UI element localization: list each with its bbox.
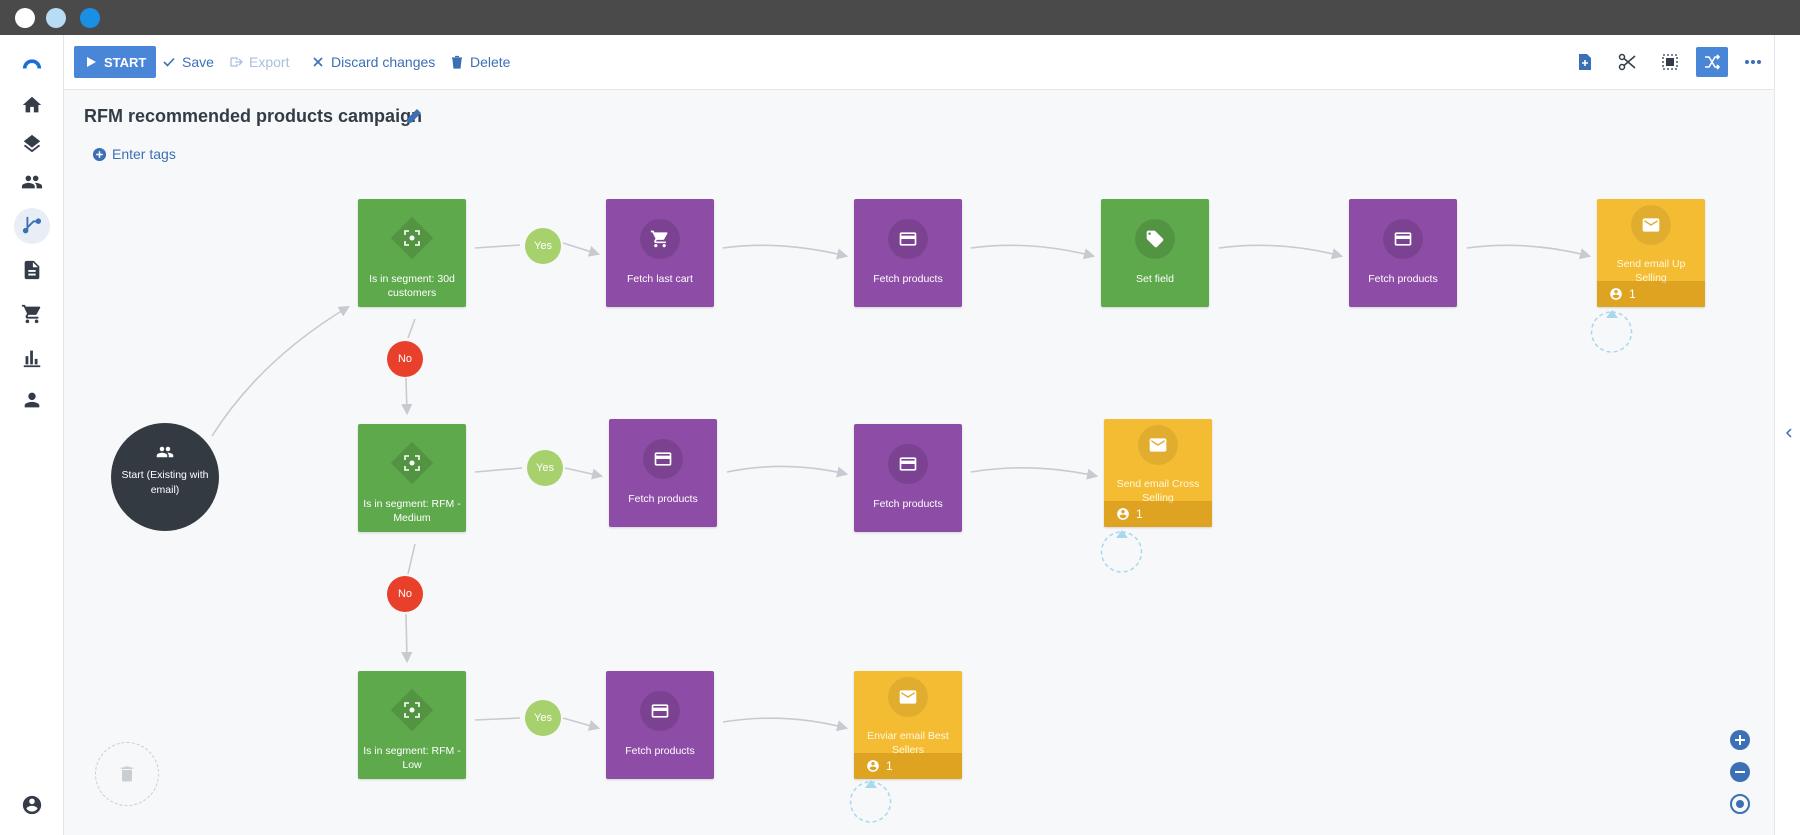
yes-branch-badge[interactable]: Yes [527, 450, 563, 486]
discard-changes-button[interactable]: Discard changes [311, 46, 435, 78]
shuffle-icon[interactable] [1696, 47, 1728, 77]
select-area-icon[interactable] [1654, 47, 1686, 77]
export-button[interactable]: Export [229, 46, 289, 78]
yes-branch-badge[interactable]: Yes [525, 228, 561, 264]
right-panel-toggle[interactable] [1774, 35, 1800, 835]
user-circle-icon [867, 760, 879, 772]
home-icon[interactable] [14, 87, 50, 123]
trash-drop-zone[interactable] [95, 742, 159, 806]
card-icon [1394, 232, 1412, 246]
analytics-icon[interactable] [14, 340, 50, 376]
group-icon [156, 446, 174, 458]
window-maximize-dot[interactable] [80, 8, 100, 28]
window-titlebar [0, 0, 1800, 35]
cart-icon[interactable] [14, 296, 50, 332]
automation-flow-icon[interactable] [14, 208, 50, 244]
no-branch-badge[interactable]: No [387, 576, 423, 612]
start-button[interactable]: START [74, 46, 157, 78]
segment-node-rfm-medium[interactable]: Is in segment: RFM - Medium [358, 424, 466, 532]
card-icon [651, 704, 669, 718]
minus-circle-icon [1730, 762, 1750, 782]
zoom-out-button[interactable] [1729, 761, 1751, 783]
enter-tags-button[interactable]: Enter tags [92, 146, 176, 162]
segment-target-icon [404, 455, 420, 471]
delete-button[interactable]: Delete [450, 46, 510, 78]
no-branch-badge[interactable]: No [387, 341, 423, 377]
mail-icon [1642, 218, 1660, 232]
trash-icon [121, 766, 133, 782]
layers-icon[interactable] [14, 126, 50, 162]
set-field-node[interactable]: Set field [1101, 199, 1209, 307]
segment-target-icon [404, 230, 420, 246]
plus-circle-icon [1730, 730, 1750, 750]
logo-icon[interactable] [14, 45, 50, 81]
card-icon [654, 452, 672, 466]
recenter-button[interactable] [1729, 793, 1751, 815]
window-minimize-dot[interactable] [46, 8, 66, 28]
fetch-products-node[interactable]: Fetch products [1349, 199, 1457, 307]
segment-node-30d[interactable]: Is in segment: 30d customers [358, 199, 466, 307]
chevron-left-icon [1785, 428, 1792, 438]
plus-circle-icon [92, 147, 107, 161]
add-document-icon[interactable] [1569, 47, 1601, 77]
fetch-products-node[interactable]: Fetch products [609, 419, 717, 527]
trash-icon [452, 55, 462, 69]
check-icon [163, 57, 175, 67]
send-email-cross-selling-node[interactable]: Send email Cross Selling 1 [1104, 419, 1212, 527]
card-icon [899, 232, 917, 246]
contact-count: 1 [854, 753, 962, 779]
user-circle-icon [1117, 508, 1129, 520]
fetch-last-cart-node[interactable]: Fetch last cart [606, 199, 714, 307]
page-title: RFM recommended products campaign [84, 106, 423, 126]
segment-target-icon [404, 702, 420, 718]
fetch-products-node[interactable]: Fetch products [854, 424, 962, 532]
cart-icon [650, 230, 668, 248]
person-icon[interactable] [14, 382, 50, 418]
yes-branch-badge[interactable]: Yes [525, 700, 561, 736]
zoom-in-button[interactable] [1729, 729, 1751, 751]
contact-count: 1 [1104, 501, 1212, 527]
close-icon [313, 57, 323, 67]
contact-count: 1 [1597, 281, 1705, 307]
sidebar [0, 35, 64, 835]
play-icon [87, 57, 96, 67]
scissors-icon[interactable] [1611, 47, 1643, 77]
card-icon [899, 457, 917, 471]
export-icon [230, 57, 243, 67]
mail-icon [899, 690, 917, 704]
save-button[interactable]: Save [162, 46, 214, 78]
mail-icon [1149, 438, 1167, 452]
window-close-dot[interactable] [15, 8, 35, 28]
toolbar: START Save Export Discard changes Delete [64, 35, 1774, 90]
tag-icon [1146, 230, 1164, 248]
target-icon [1730, 794, 1750, 814]
contacts-icon[interactable] [14, 164, 50, 200]
send-email-up-selling-node[interactable]: Send email Up Selling 1 [1597, 199, 1705, 307]
edit-title-icon[interactable] [406, 108, 422, 124]
segment-node-rfm-low[interactable]: Is in segment: RFM - Low [358, 671, 466, 779]
user-circle-icon [1610, 288, 1622, 300]
document-icon[interactable] [14, 252, 50, 288]
start-node[interactable]: Start (Existing with email) [111, 423, 219, 531]
fetch-products-node[interactable]: Fetch products [854, 199, 962, 307]
account-icon[interactable] [14, 787, 50, 823]
more-icon[interactable] [1737, 47, 1769, 77]
fetch-products-node[interactable]: Fetch products [606, 671, 714, 779]
send-email-best-sellers-node[interactable]: Enviar email Best Sellers 1 [854, 671, 962, 779]
start-node-label: Start (Existing with email) [121, 469, 209, 496]
